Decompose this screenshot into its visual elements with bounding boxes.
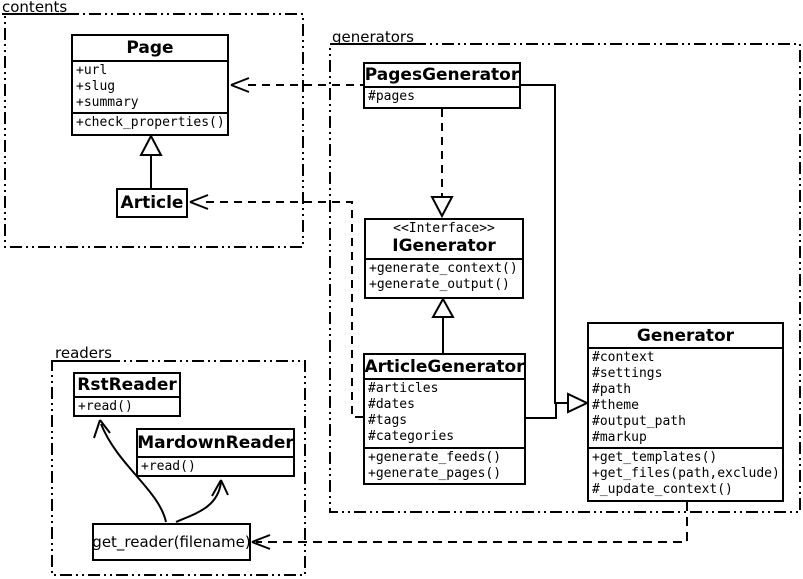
member-row: #output_path: [592, 414, 686, 429]
package-label-readers: readers: [55, 344, 112, 362]
member-row: #markup: [592, 430, 647, 445]
package-readers-border: [51, 360, 306, 576]
rel-pagesgenerator-page-dependency: [230, 77, 363, 93]
rel-articlegenerator-igenerator-inheritance: [431, 296, 455, 353]
member-row: #categories: [368, 429, 455, 444]
class-pagesgenerator-attributes: #pages: [365, 86, 519, 106]
member-row: #dates: [368, 397, 415, 412]
member-row: +generate_output(): [369, 277, 510, 292]
class-generator: Generator #context#settings#path#theme#o…: [587, 322, 784, 502]
class-generator-attributes: #context#settings#path#theme#output_path…: [589, 347, 782, 447]
class-igenerator-methods: +generate_context()+generate_output(): [366, 258, 522, 296]
class-articlegenerator-attributes: #articles#dates#tags#categories: [365, 378, 524, 447]
member-row: #articles: [368, 381, 439, 396]
class-rstreader-methods: +read(): [75, 396, 179, 414]
class-articlegenerator-name: ArticleGenerator: [365, 356, 524, 377]
rel-articlegenerator-article-dependency: [189, 194, 363, 418]
member-row: +read(): [141, 459, 196, 474]
class-generator-methods: +get_templates()+get_files(path,exclude)…: [589, 447, 782, 500]
package-label-generators: generators: [332, 28, 414, 46]
member-row: +generate_feeds(): [368, 450, 502, 465]
class-rstreader-name: RstReader: [77, 375, 177, 395]
class-article: Article: [116, 188, 188, 218]
member-row: +get_files(path,exclude): [592, 466, 780, 481]
class-mardownreader: MardownReader +read(): [136, 428, 295, 477]
member-row: +check_properties(): [76, 115, 225, 130]
class-igenerator-stereotype: <<Interface>>: [393, 221, 495, 236]
member-row: +summary: [76, 95, 139, 110]
class-page-attributes: +url+slug+summary: [73, 60, 227, 112]
member-row: +url: [76, 63, 108, 78]
member-row: #pages: [368, 89, 415, 104]
member-row: #_update_context(): [592, 482, 733, 497]
class-pagesgenerator-name: PagesGenerator: [365, 65, 519, 85]
rel-generator-getreader-dependency: [251, 502, 688, 550]
class-rstreader: RstReader +read(): [73, 372, 181, 417]
class-page: Page +url+slug+summary +check_properties…: [71, 34, 229, 136]
class-generator-name: Generator: [636, 325, 735, 346]
member-row: #tags: [368, 413, 408, 428]
class-igenerator-header: <<Interface>> IGenerator: [366, 220, 522, 258]
member-row: +generate_pages(): [368, 466, 502, 481]
class-pagesgenerator: PagesGenerator #pages: [363, 62, 521, 109]
class-articlegenerator: ArticleGenerator #articles#dates#tags#ca…: [363, 353, 526, 485]
member-row: +generate_context(): [369, 261, 518, 276]
class-article-name: Article: [120, 193, 184, 213]
member-row: #theme: [592, 398, 639, 413]
rel-getreader-mardownreader-arrow: [175, 479, 229, 523]
member-row: #context: [592, 350, 655, 365]
rel-pagesgenerator-igenerator-realization: [430, 109, 454, 219]
member-row: +get_templates(): [592, 450, 718, 465]
rel-article-page-inheritance: [139, 133, 163, 188]
member-row: #settings: [592, 366, 663, 381]
package-generators-border: [329, 43, 801, 513]
class-igenerator-name: IGenerator: [392, 236, 496, 256]
class-articlegenerator-methods: +generate_feeds()+generate_pages(): [365, 447, 524, 483]
class-mardownreader-methods: +read(): [138, 456, 293, 474]
member-row: #path: [592, 382, 632, 397]
node-get-reader: get_reader(filename): [92, 523, 251, 561]
class-mardownreader-name: MardownReader: [138, 433, 293, 453]
member-row: +read(): [78, 399, 133, 414]
class-page-methods: +check_properties(): [73, 112, 227, 134]
class-igenerator: <<Interface>> IGenerator +generate_conte…: [364, 218, 524, 299]
package-contents-border: [2, 13, 304, 248]
package-label-contents: contents: [2, 0, 68, 16]
rel-generators-generator-inheritance: [521, 84, 590, 419]
class-page-name: Page: [126, 38, 174, 58]
member-row: +slug: [76, 79, 116, 94]
